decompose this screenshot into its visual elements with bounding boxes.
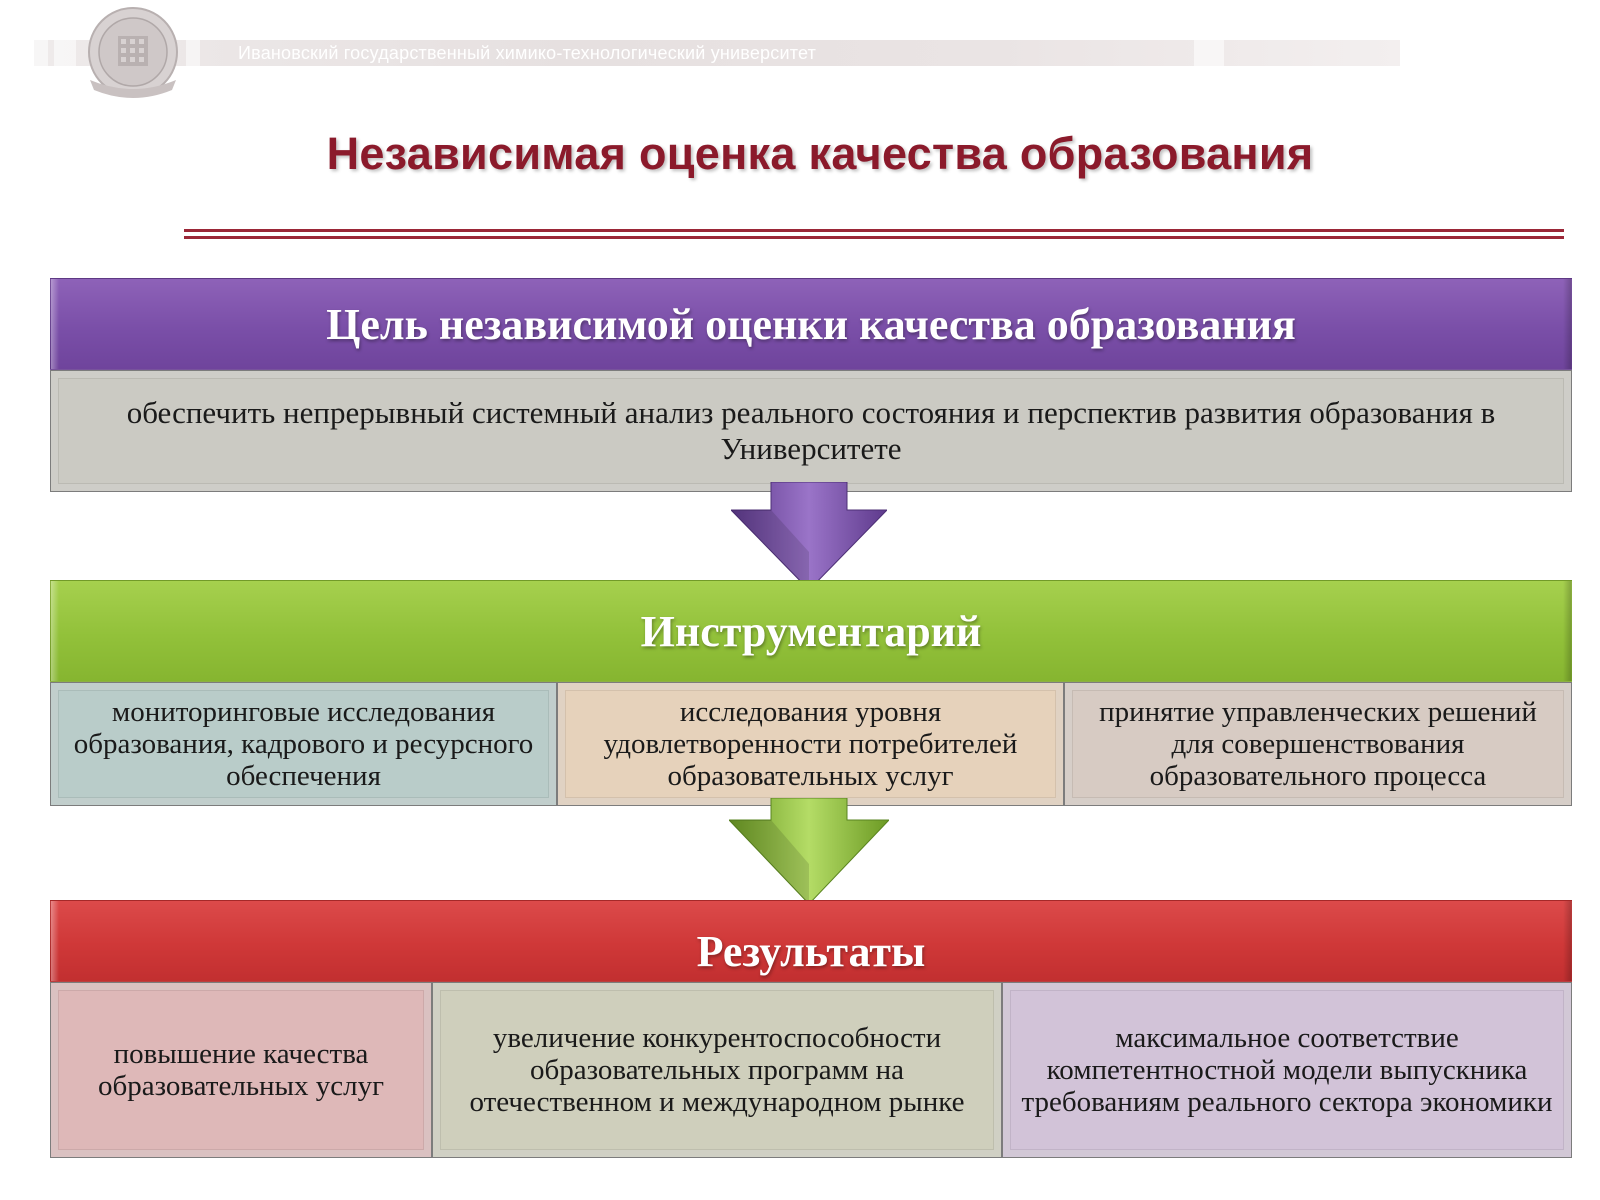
- university-name: Ивановский государственный химико-технол…: [238, 43, 817, 63]
- header-band-segment: [1194, 40, 1224, 66]
- tools-item-text: принятие управленческих решений для сове…: [1099, 696, 1537, 792]
- university-seal-icon: [88, 7, 178, 98]
- tools-heading: Инструментарий: [640, 606, 982, 656]
- tools-heading-bar: Инструментарий: [50, 580, 1572, 682]
- goal-box: обеспечить непрерывный системный анализ …: [50, 370, 1572, 492]
- header-band-segment: [186, 40, 200, 66]
- results-item: увеличение конкурентоспособности образов…: [432, 982, 1002, 1158]
- header-band: [34, 40, 1400, 66]
- results-item-text: повышение качества образовательных услуг: [97, 1038, 385, 1102]
- title-divider: [184, 236, 1564, 239]
- results-item: повышение качества образовательных услуг: [50, 982, 432, 1158]
- results-heading: Результаты: [696, 927, 926, 976]
- goal-text: обеспечить непрерывный системный анализ …: [126, 395, 1496, 466]
- results-item-text: максимальное соответствие компетентностн…: [1021, 1022, 1553, 1118]
- header-band-segment: [54, 40, 76, 66]
- title-divider: [184, 229, 1564, 232]
- results-item-text: увеличение конкурентоспособности образов…: [469, 1022, 965, 1118]
- tools-item-text: мониторинговые исследования образования,…: [73, 696, 534, 792]
- results-heading-bar: Результаты: [50, 900, 1572, 982]
- page-title: Независимая оценка качества образования: [326, 128, 1314, 179]
- arrow-down-icon: [731, 482, 887, 590]
- arrow-down-icon: [729, 798, 889, 904]
- header-band-segment: [34, 40, 48, 66]
- tools-item: принятие управленческих решений для сове…: [1064, 682, 1572, 806]
- tools-item: исследования уровня удовлетворенности по…: [557, 682, 1064, 806]
- goal-heading-bar: Цель независимой оценки качества образов…: [50, 278, 1572, 370]
- tools-item-text: исследования уровня удовлетворенности по…: [603, 696, 1018, 792]
- goal-heading: Цель независимой оценки качества образов…: [326, 299, 1296, 349]
- results-item: максимальное соответствие компетентностн…: [1002, 982, 1572, 1158]
- tools-item: мониторинговые исследования образования,…: [50, 682, 557, 806]
